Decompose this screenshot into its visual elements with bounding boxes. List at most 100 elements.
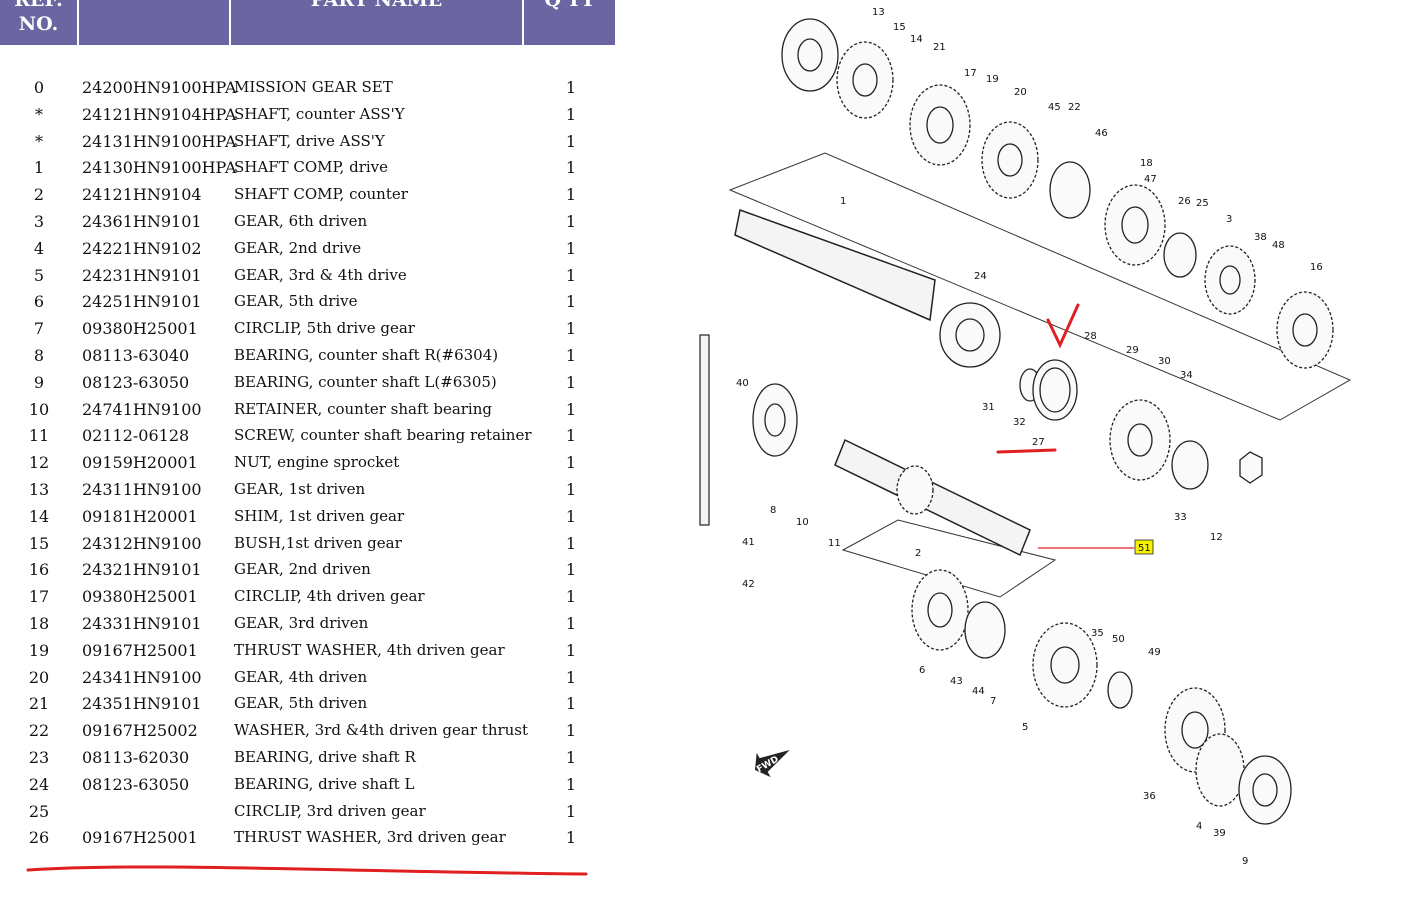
part-number-cell: 08113-62030 — [82, 747, 190, 767]
qty-cell: 1 — [565, 587, 577, 607]
ref-cell: 4 — [33, 238, 45, 258]
part-number-cell: 02112-06128 — [82, 426, 190, 446]
part-number-cell: 09380H25001 — [82, 587, 198, 607]
qty-cell: 1 — [565, 345, 577, 365]
qty-cell: 1 — [565, 131, 577, 151]
ref-number-label: 27 — [1032, 437, 1045, 448]
part-name-cell: BEARING, drive shaft L — [234, 774, 415, 793]
part-number-cell: 24130HN9100HPA — [82, 158, 237, 178]
ref-cell: 12 — [28, 453, 50, 473]
qty-cell: 1 — [565, 426, 577, 446]
part-name-cell: MISSION GEAR SET — [234, 78, 393, 96]
ref-number-label: 20 — [1014, 87, 1027, 98]
ref-cell: 2 — [33, 185, 45, 205]
ref-number-label: 6 — [919, 665, 925, 676]
part-name-cell: BEARING, counter shaft R(#6304) — [234, 345, 499, 364]
ref-cell: 24 — [28, 774, 50, 794]
ref-cell: 7 — [33, 319, 45, 339]
part-number-cell: 24121HN9104 — [82, 185, 202, 205]
qty-cell: 1 — [565, 211, 577, 231]
ref-number-label: 18 — [1140, 158, 1153, 169]
ref-cell: 0 — [33, 78, 45, 97]
header-qty-text: Q'TY — [544, 0, 595, 11]
header-ref-line1: REF. — [14, 0, 63, 11]
part-name-cell: THRUST WASHER, 4th driven gear — [234, 640, 505, 659]
qty-cell: 1 — [565, 399, 577, 419]
part-name-cell: CIRCLIP, 3rd driven gear — [234, 801, 426, 820]
ref-number-label: 22 — [1068, 102, 1081, 113]
part-name-cell: CIRCLIP, 4th driven gear — [234, 587, 425, 606]
ref-number-label: 36 — [1143, 791, 1156, 802]
ref-number-label: 32 — [1013, 417, 1026, 428]
ref-number-label: 48 — [1272, 240, 1285, 251]
ref-number-label: 13 — [872, 7, 885, 18]
ref-cell: 23 — [28, 747, 50, 767]
part-number-cell: 24311HN9100 — [82, 479, 202, 499]
red-check-mark — [1046, 303, 1080, 349]
part-number-cell: 08113-63040 — [82, 345, 190, 365]
callout-box — [1134, 539, 1154, 555]
ref-number-label: 43 — [950, 676, 963, 687]
qty-cell: 1 — [565, 265, 577, 285]
part-name-cell: GEAR, 4th driven — [234, 667, 368, 686]
ref-cell: 1 — [33, 158, 45, 178]
part-name-cell: SCREW, counter shaft bearing retainer — [234, 426, 532, 445]
ref-number-label: 2 — [915, 548, 921, 559]
qty-cell: 1 — [565, 828, 577, 848]
qty-cell: 1 — [565, 104, 577, 124]
part-name-cell: WASHER, 3rd &4th driven gear thrust — [234, 721, 529, 740]
ref-cell: 22 — [28, 721, 50, 741]
qty-cell: 1 — [565, 372, 577, 392]
qty-cell: 1 — [565, 78, 577, 97]
ref-number-label: 11 — [828, 538, 841, 549]
ref-cell: 14 — [28, 506, 50, 526]
ref-number-label: 12 — [1210, 532, 1223, 543]
upper-gear-train — [781, 18, 1334, 369]
ref-number-label: 39 — [1213, 828, 1226, 839]
ref-number-label: 8 — [770, 505, 776, 516]
part-name-cell: GEAR, 2nd driven — [234, 560, 371, 579]
part-number-cell: 24361HN9101 — [82, 211, 202, 231]
qty-cell: 1 — [565, 747, 577, 767]
part-name-cell: NUT, engine sprocket — [234, 453, 400, 472]
qty-cell: 1 — [565, 238, 577, 258]
part-name-cell: BEARING, counter shaft L(#6305) — [234, 372, 497, 391]
qty-cell: 1 — [565, 667, 577, 687]
ref-cell: * — [35, 131, 43, 151]
ref-cell: 9 — [33, 372, 45, 392]
ref-number-label: 45 — [1048, 102, 1061, 113]
ref-number-label: 42 — [742, 579, 755, 590]
part-name-cell: THRUST WASHER, 3rd driven gear — [234, 828, 506, 847]
header-ref-line2: NO. — [18, 13, 59, 35]
part-number-cell: 24131HN9100HPA — [82, 131, 237, 151]
part-number-cell: 09167H25001 — [82, 828, 198, 848]
part-number-cell: 24331HN9101 — [82, 613, 202, 633]
ref-number-label: 25 — [1196, 198, 1209, 209]
part-name-cell: SHAFT, counter ASS'Y — [234, 104, 405, 123]
ref-number-label: 3 — [1226, 214, 1232, 225]
part-number-cell: 09181H20001 — [82, 506, 198, 526]
callout-label: 51 — [1138, 543, 1151, 554]
part-number-cell: 24321HN9101 — [82, 560, 202, 580]
ref-number-label: 24 — [974, 271, 987, 282]
ref-number-label: 15 — [893, 22, 906, 33]
